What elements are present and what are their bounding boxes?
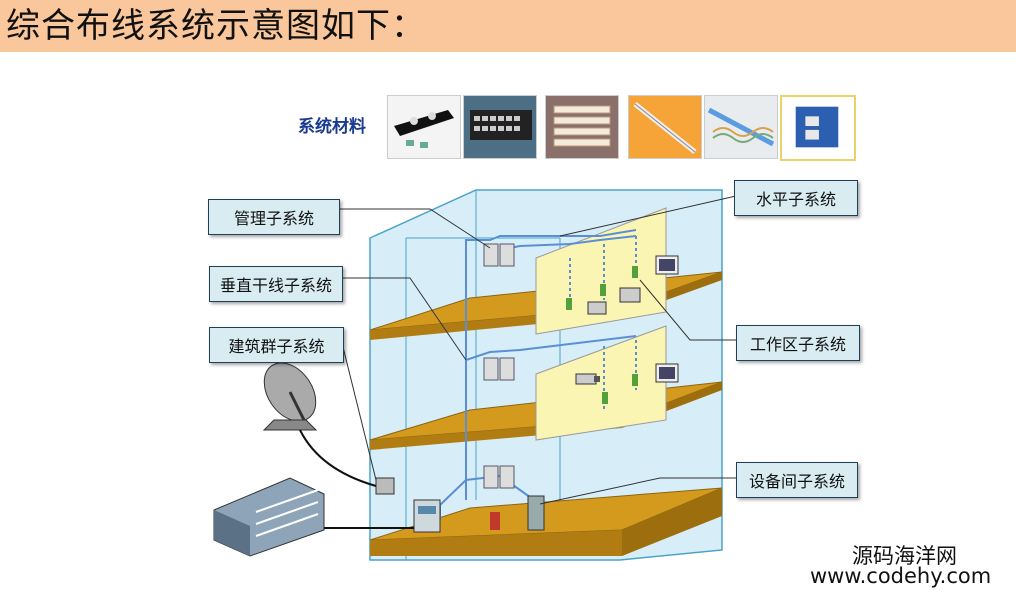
outlets (566, 266, 638, 404)
watermark-url: www.codehy.com (810, 564, 992, 588)
watermark-site-name: 源码海洋网 (852, 544, 957, 568)
camera-device (575, 373, 600, 385)
label-backbone-subsystem: 垂直干线子系统 (209, 266, 343, 302)
label-campus-subsystem: 建筑群子系统 (209, 327, 344, 363)
patch-panel-top (483, 243, 515, 267)
satellite-dish-icon (262, 362, 318, 431)
cross-connect-block-icon (545, 95, 619, 159)
page-title: 综合布线系统示意图如下： (6, 6, 426, 46)
materials-label: 系统材料 (298, 117, 366, 137)
cables (439, 229, 637, 520)
phone-devices (587, 287, 641, 315)
fiber-cable-icon (628, 95, 702, 159)
patch-panel-icon (387, 95, 461, 159)
partition-middle (535, 325, 667, 441)
label-work-area-subsystem: 工作区子系统 (736, 325, 860, 361)
network-switch-icon (463, 95, 537, 159)
label-horizontal-subsystem: 水平子系统 (734, 180, 858, 216)
campus-building-icon (213, 477, 325, 557)
patch-panel-middle (483, 357, 515, 381)
label-equipment-room-subsystem: 设备间子系统 (736, 462, 858, 498)
equipment-room-devices (375, 477, 545, 533)
title-bar: 综合布线系统示意图如下： (0, 0, 1016, 52)
computer-monitor-middle (655, 363, 679, 383)
twisted-pair-cable-icon (704, 95, 778, 159)
patch-panel-bottom (483, 465, 515, 489)
computer-monitor-top (655, 255, 679, 275)
rj45-outlet-icon (780, 95, 856, 161)
leader-lines (338, 195, 737, 505)
label-management-subsystem: 管理子系统 (208, 199, 340, 235)
